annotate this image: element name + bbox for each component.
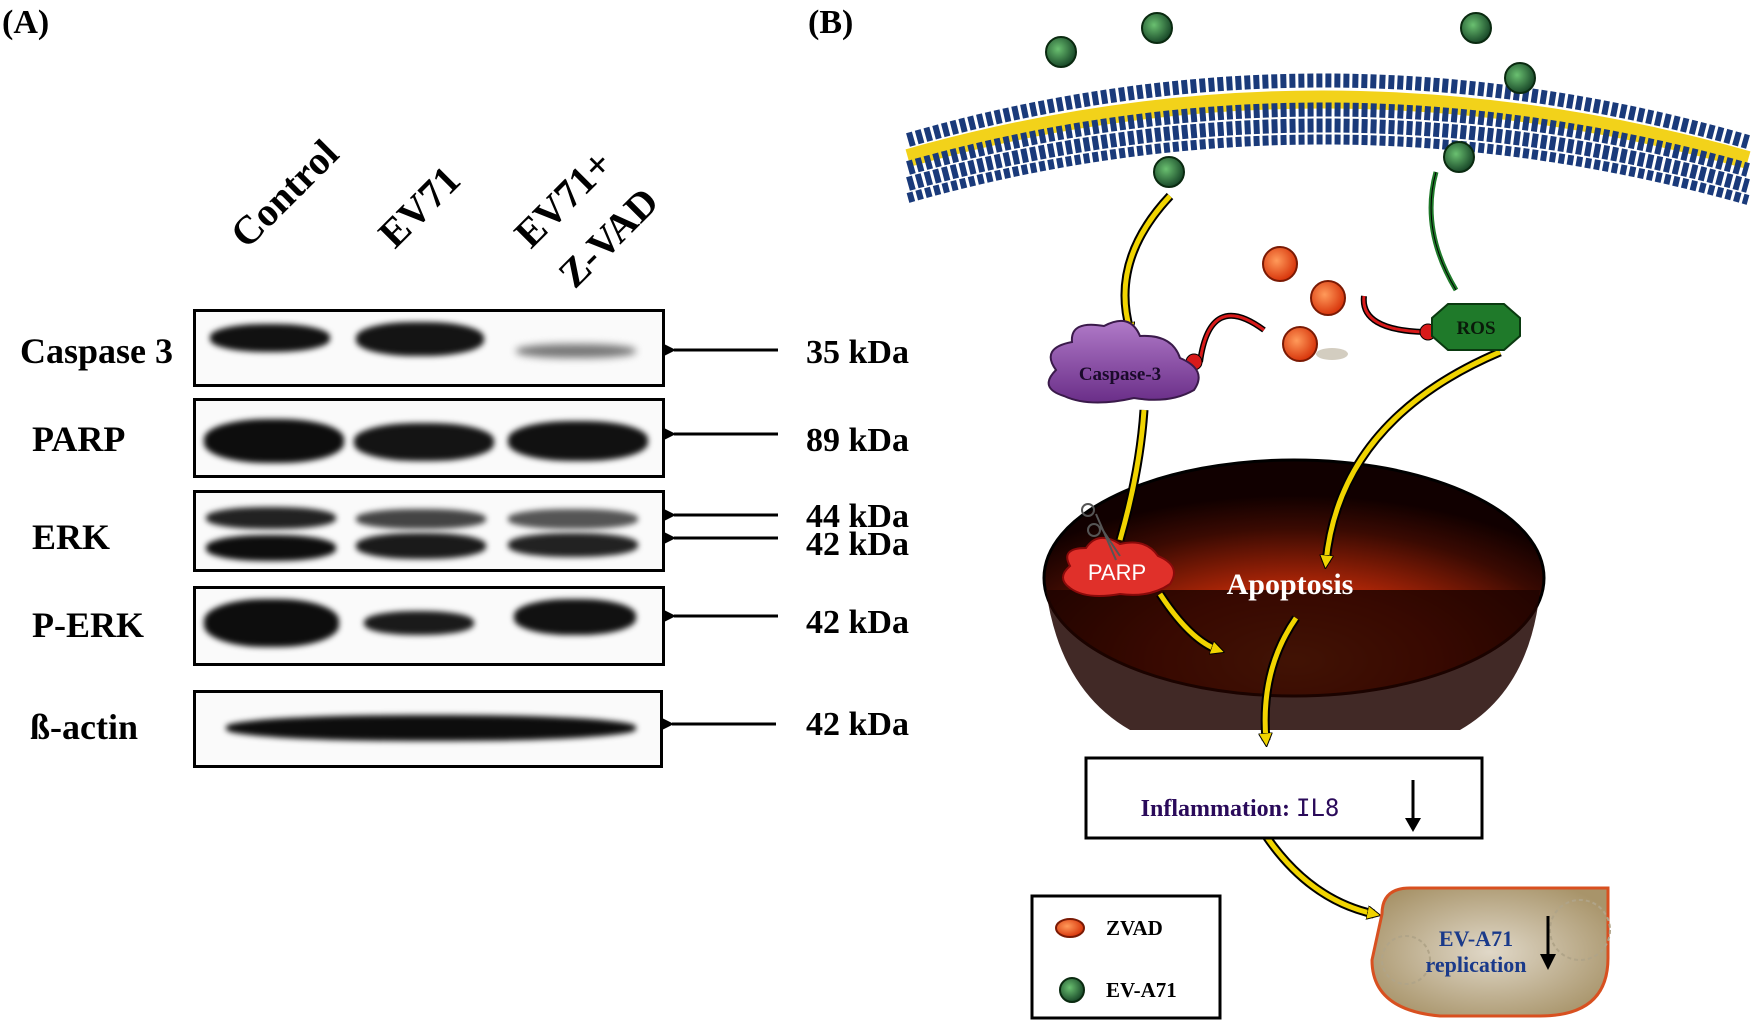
- zvad-icon: [1055, 918, 1085, 938]
- pathway-arrows: [1115, 192, 1502, 914]
- row-label-p-erk: P-ERK: [32, 605, 144, 645]
- row-label-parp: PARP: [32, 419, 126, 459]
- virus-particles: [1045, 12, 1536, 188]
- parp-shape: [1062, 537, 1175, 597]
- kda-erk-42: 42 kDa: [806, 526, 909, 563]
- band: [508, 533, 638, 557]
- kda-beta-actin: 42 kDa: [806, 706, 909, 743]
- band: [356, 509, 486, 529]
- legend-zvad-label: ZVAD: [1106, 916, 1163, 940]
- blot-beta-actin: [193, 690, 663, 768]
- band: [356, 533, 486, 559]
- virus-icon: [1059, 977, 1085, 1003]
- kda-erk-44: 44 kDa: [806, 498, 909, 535]
- legend-ev-a71-label: EV-A71: [1106, 978, 1177, 1002]
- kda-parp: 89 kDa: [806, 422, 909, 459]
- panel-a-label: (A): [2, 4, 50, 41]
- blot-caspase3: [193, 309, 665, 387]
- replication-shape: [1370, 886, 1611, 1018]
- panel-b-label: (B): [808, 4, 854, 41]
- band: [508, 509, 638, 529]
- blot-parp: [193, 398, 665, 478]
- blot-erk: [193, 490, 665, 572]
- band: [516, 344, 636, 358]
- band: [514, 599, 636, 635]
- kda-caspase3: 35 kDa: [806, 334, 909, 371]
- inflammation-label: Inflammation:: [1141, 796, 1290, 822]
- kda-arrows: [662, 344, 778, 730]
- band: [356, 322, 484, 356]
- apoptosis-bowl: [1042, 458, 1546, 730]
- band: [204, 599, 339, 647]
- replication-line2: replication: [1425, 952, 1526, 977]
- band: [206, 507, 336, 529]
- band: [226, 715, 636, 741]
- replication-line1: EV-A71: [1439, 926, 1513, 951]
- band: [364, 611, 474, 635]
- parp-label: PARP: [1088, 560, 1146, 585]
- band: [210, 324, 330, 352]
- legend: [1030, 894, 1222, 1020]
- kda-p-erk: 42 kDa: [806, 604, 909, 641]
- cell-membrane: [905, 73, 1751, 205]
- caspase3-label: Caspase-3: [1079, 364, 1161, 385]
- row-label-beta-actin: ß-actin: [30, 707, 138, 747]
- caspase3-shape: [1047, 319, 1200, 404]
- band: [354, 423, 494, 461]
- apoptosis-label: Apoptosis: [1227, 568, 1354, 601]
- band: [508, 421, 648, 461]
- ros-label: ROS: [1456, 318, 1495, 339]
- band: [206, 535, 336, 561]
- blot-p-erk: [193, 586, 665, 666]
- ros-shape: [1431, 303, 1521, 351]
- row-label-erk: ERK: [32, 517, 111, 557]
- row-label-caspase3: Caspase 3: [20, 331, 174, 371]
- band: [204, 419, 344, 463]
- zvad-particles: [1262, 246, 1348, 362]
- ros-path: [1428, 171, 1459, 292]
- il8-label: IL8: [1296, 794, 1339, 822]
- scissors-icon: [1081, 503, 1121, 561]
